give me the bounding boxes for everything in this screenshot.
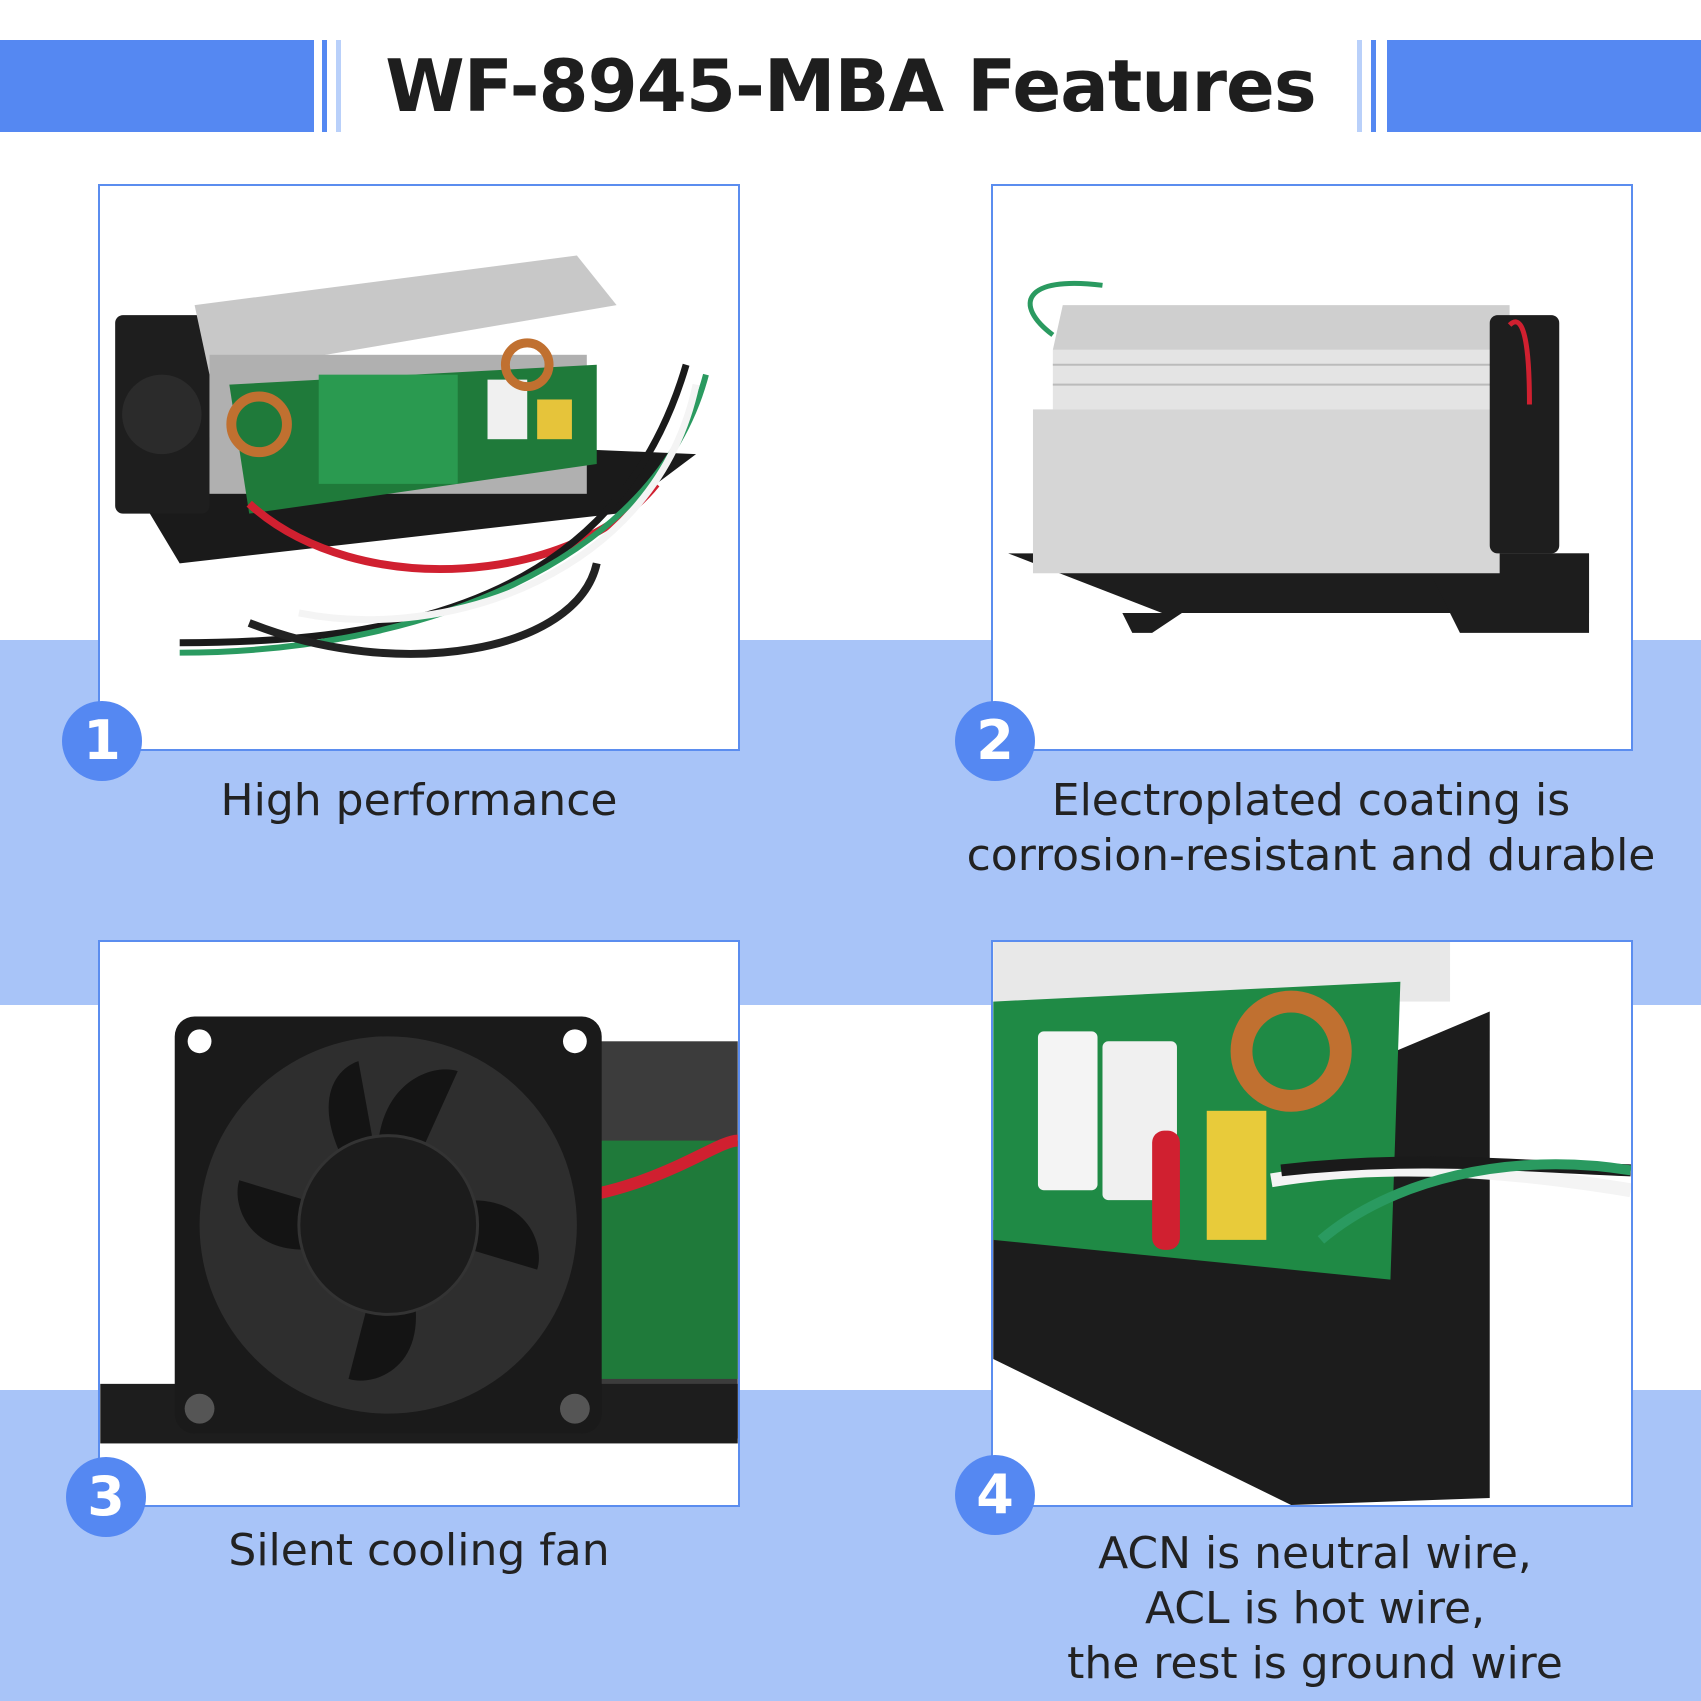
wire-terminal-illustration bbox=[993, 942, 1631, 1505]
feature-number-badge: 4 bbox=[955, 1455, 1035, 1535]
caption-line: ACL is hot wire, bbox=[1144, 1583, 1486, 1634]
feature-number-badge: 1 bbox=[62, 701, 142, 781]
caption-line: ACN is neutral wire, bbox=[1098, 1528, 1532, 1579]
header-line bbox=[1357, 40, 1362, 132]
cooling-fan-illustration bbox=[100, 1016, 738, 1444]
feature-image-2 bbox=[991, 184, 1633, 751]
feature-image-3 bbox=[98, 940, 740, 1507]
page-title: WF-8945-MBA Features bbox=[385, 44, 1316, 128]
header-bar-right bbox=[1387, 40, 1701, 132]
caption-line: Electroplated coating is bbox=[1051, 775, 1571, 826]
feature-caption: High performance bbox=[98, 773, 740, 828]
aluminum-housing-illustration bbox=[1008, 280, 1590, 633]
caption-line: High performance bbox=[220, 775, 618, 826]
caption-line: the rest is ground wire bbox=[1067, 1638, 1563, 1689]
feature-number-badge: 3 bbox=[66, 1457, 146, 1537]
feature-image-4 bbox=[991, 940, 1633, 1507]
feature-image-1 bbox=[98, 184, 740, 751]
header-line bbox=[322, 40, 327, 132]
converter-board-illustration bbox=[115, 255, 709, 658]
feature-number-badge: 2 bbox=[955, 701, 1035, 781]
caption-line: corrosion-resistant and durable bbox=[966, 830, 1656, 881]
feature-caption: Electroplated coating is corrosion-resis… bbox=[940, 773, 1682, 883]
feature-caption: ACN is neutral wire, ACL is hot wire, th… bbox=[965, 1526, 1665, 1691]
header-line bbox=[336, 40, 341, 132]
header-bar-left bbox=[0, 40, 314, 132]
header-line bbox=[1371, 40, 1376, 132]
feature-caption: Silent cooling fan bbox=[98, 1523, 740, 1578]
caption-line: Silent cooling fan bbox=[228, 1525, 610, 1576]
